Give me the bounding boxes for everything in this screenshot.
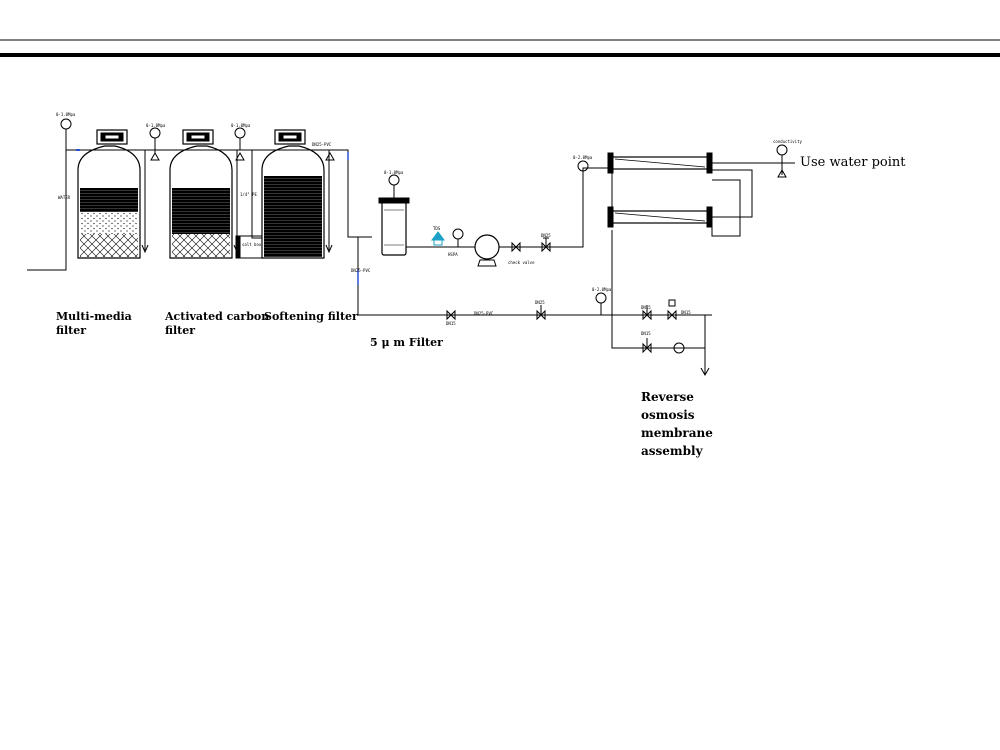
check-valve	[511, 241, 521, 253]
inlet-valve	[541, 237, 551, 253]
tag-pipe1: DN25-PVC	[312, 142, 332, 147]
tag-sensor: TDS	[433, 226, 441, 231]
tag-salt: salt box	[242, 242, 262, 247]
tag-brine: 1/4" PE	[240, 192, 257, 197]
tag-inlet: WATER	[58, 195, 71, 200]
tag-cond: conductivity	[773, 139, 802, 144]
tag-pipe2: DN25-PVC	[351, 268, 371, 273]
concentrate-valve-2	[667, 299, 677, 321]
tag-dn4: DN15	[641, 305, 651, 310]
label-5um-filter: 5 μ m Filter	[370, 336, 443, 349]
pressure-gauge-use	[776, 144, 788, 178]
pressure-gauge-3	[234, 127, 246, 161]
tag-pump: HSPA	[448, 252, 458, 257]
carbon-filter-tank	[169, 129, 241, 259]
label-softening-filter: Softening filter	[264, 310, 358, 323]
high-pressure-pump	[474, 234, 500, 267]
tds-sensor	[431, 228, 464, 247]
tag-gauge-4: 0-1.0Mpa	[384, 170, 404, 175]
tag-gauge-6: 0-2.0Mpa	[592, 287, 612, 292]
bypass-pipe	[357, 237, 612, 316]
tag-dn3: DN25	[541, 233, 551, 238]
tag-checkvalve: check valve	[508, 260, 535, 265]
label-multimedia-filter: Multi-media filter	[56, 310, 132, 337]
label-carbon-filter: Activated carbon filter	[165, 310, 270, 337]
label-use-water-point: Use water point	[800, 155, 906, 170]
tag-dn5: DN15	[641, 331, 651, 336]
tag-pipe3: DN25-PVC	[474, 311, 494, 316]
tag-gauge-5: 0-2.0Mpa	[573, 155, 593, 160]
inlet-pipe	[27, 149, 332, 271]
concentrate-valve-1	[642, 305, 652, 321]
cartridge-filter-5um	[378, 174, 410, 256]
multimedia-filter-tank	[77, 129, 149, 259]
softening-filter-tank	[251, 129, 333, 259]
bypass-valve-1	[446, 309, 456, 321]
salt-box	[235, 235, 263, 259]
drain-valve	[642, 338, 652, 354]
flow-meter	[673, 342, 685, 354]
tag-dn6: DN15	[681, 310, 691, 315]
pressure-gauge-4	[325, 151, 335, 161]
tag-dn1: DN15	[446, 321, 456, 326]
tag-gauge-1: 0-1.0Mpa	[56, 112, 76, 117]
pressure-gauge-2	[149, 127, 161, 161]
ro-membrane-lower	[607, 206, 713, 228]
tag-gauge-2: 0-1.0Mpa	[146, 123, 166, 128]
pipe-to-cartridge	[332, 149, 372, 238]
tag-gauge-3: 0-1.0Mpa	[231, 123, 251, 128]
pressure-gauge-1	[60, 118, 72, 150]
pressure-gauge-6	[595, 292, 607, 315]
tag-dn2: DN25	[535, 300, 545, 305]
bypass-valve-2	[536, 305, 546, 321]
pressure-gauge-5	[577, 160, 589, 172]
label-ro-assembly: Reverse osmosis membrane assembly	[641, 390, 713, 458]
ro-membrane-upper	[607, 152, 713, 174]
